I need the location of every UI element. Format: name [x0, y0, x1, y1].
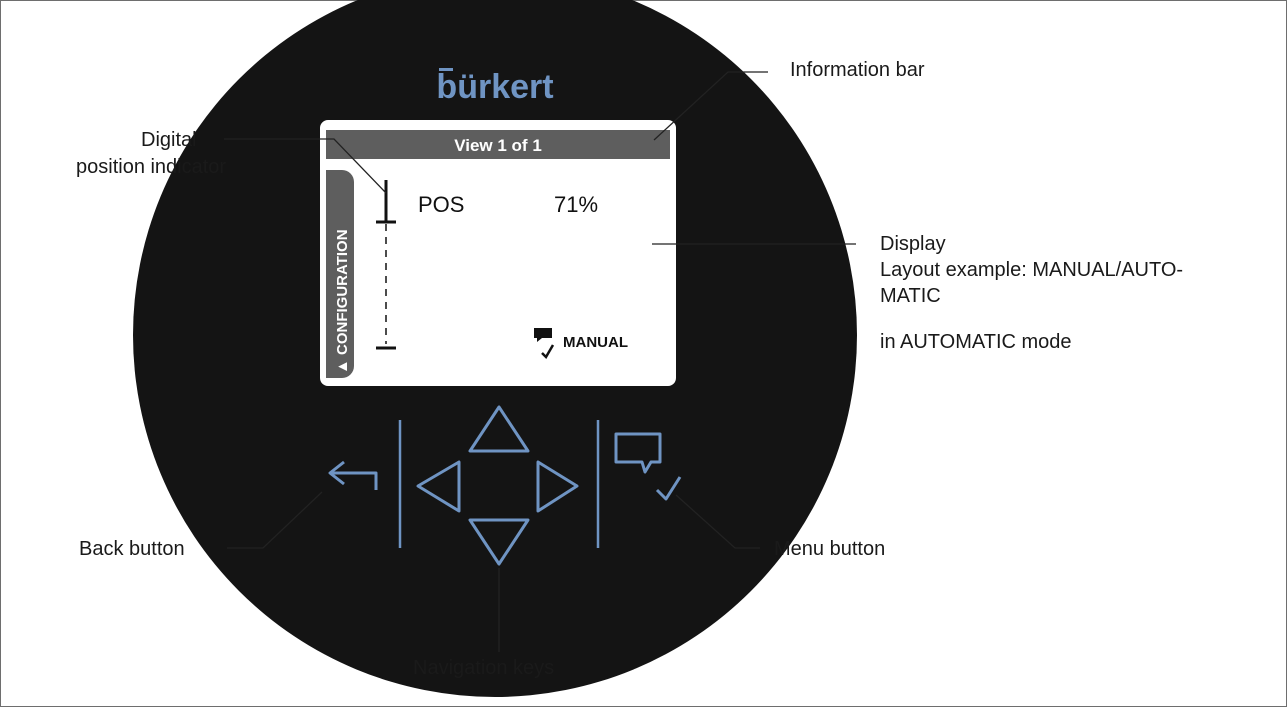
digital-position-indicator	[376, 180, 396, 350]
left-triangle-icon[interactable]	[416, 460, 461, 513]
callout-navigation-keys: Navigation keys	[413, 657, 555, 679]
down-triangle-icon[interactable]	[468, 518, 530, 566]
callout-information-bar: Information bar	[790, 59, 925, 81]
logo-bar	[439, 68, 453, 71]
configuration-tab[interactable]	[326, 170, 354, 378]
back-button[interactable]	[328, 460, 378, 490]
navigation-keys[interactable]	[416, 405, 579, 566]
leader-back-button	[227, 491, 323, 549]
configuration-tab-label: ▲ CONFIGURATION	[334, 229, 351, 374]
pos-label: POS	[418, 192, 464, 217]
menu-button[interactable]	[614, 432, 682, 501]
burkert-logo: bürkert	[436, 68, 553, 106]
leader-position-indicator	[224, 138, 387, 194]
back-arrow-icon	[328, 460, 378, 490]
menu-check-icon	[655, 476, 682, 501]
leader-menu-button	[675, 494, 760, 549]
manual-mode-icon	[534, 328, 555, 360]
display-screen	[320, 120, 676, 386]
leader-information-bar	[653, 71, 768, 141]
information-bar-text: View 1 of 1	[454, 136, 542, 155]
callout-display-line2: Layout example: MANUAL/AUTO-	[880, 259, 1184, 281]
menu-speech-check-icon	[614, 432, 662, 474]
callout-back-button: Back button	[79, 538, 185, 560]
callout-menu-button: Menu button	[774, 538, 886, 560]
pos-value: 71%	[554, 192, 598, 217]
right-triangle-icon[interactable]	[536, 460, 579, 513]
callout-digital-label-line1: Digital	[141, 129, 197, 151]
mode-label: MANUAL	[563, 334, 628, 351]
callout-display-line1: Display	[880, 233, 946, 255]
callout-digital-label-line2: position indicator	[76, 156, 227, 178]
information-bar	[326, 130, 670, 159]
leader-lines	[224, 71, 856, 652]
up-triangle-icon[interactable]	[468, 405, 530, 453]
callout-display-line3: MATIC	[880, 285, 941, 307]
callout-display-line4: in AUTOMATIC mode	[880, 331, 1072, 353]
